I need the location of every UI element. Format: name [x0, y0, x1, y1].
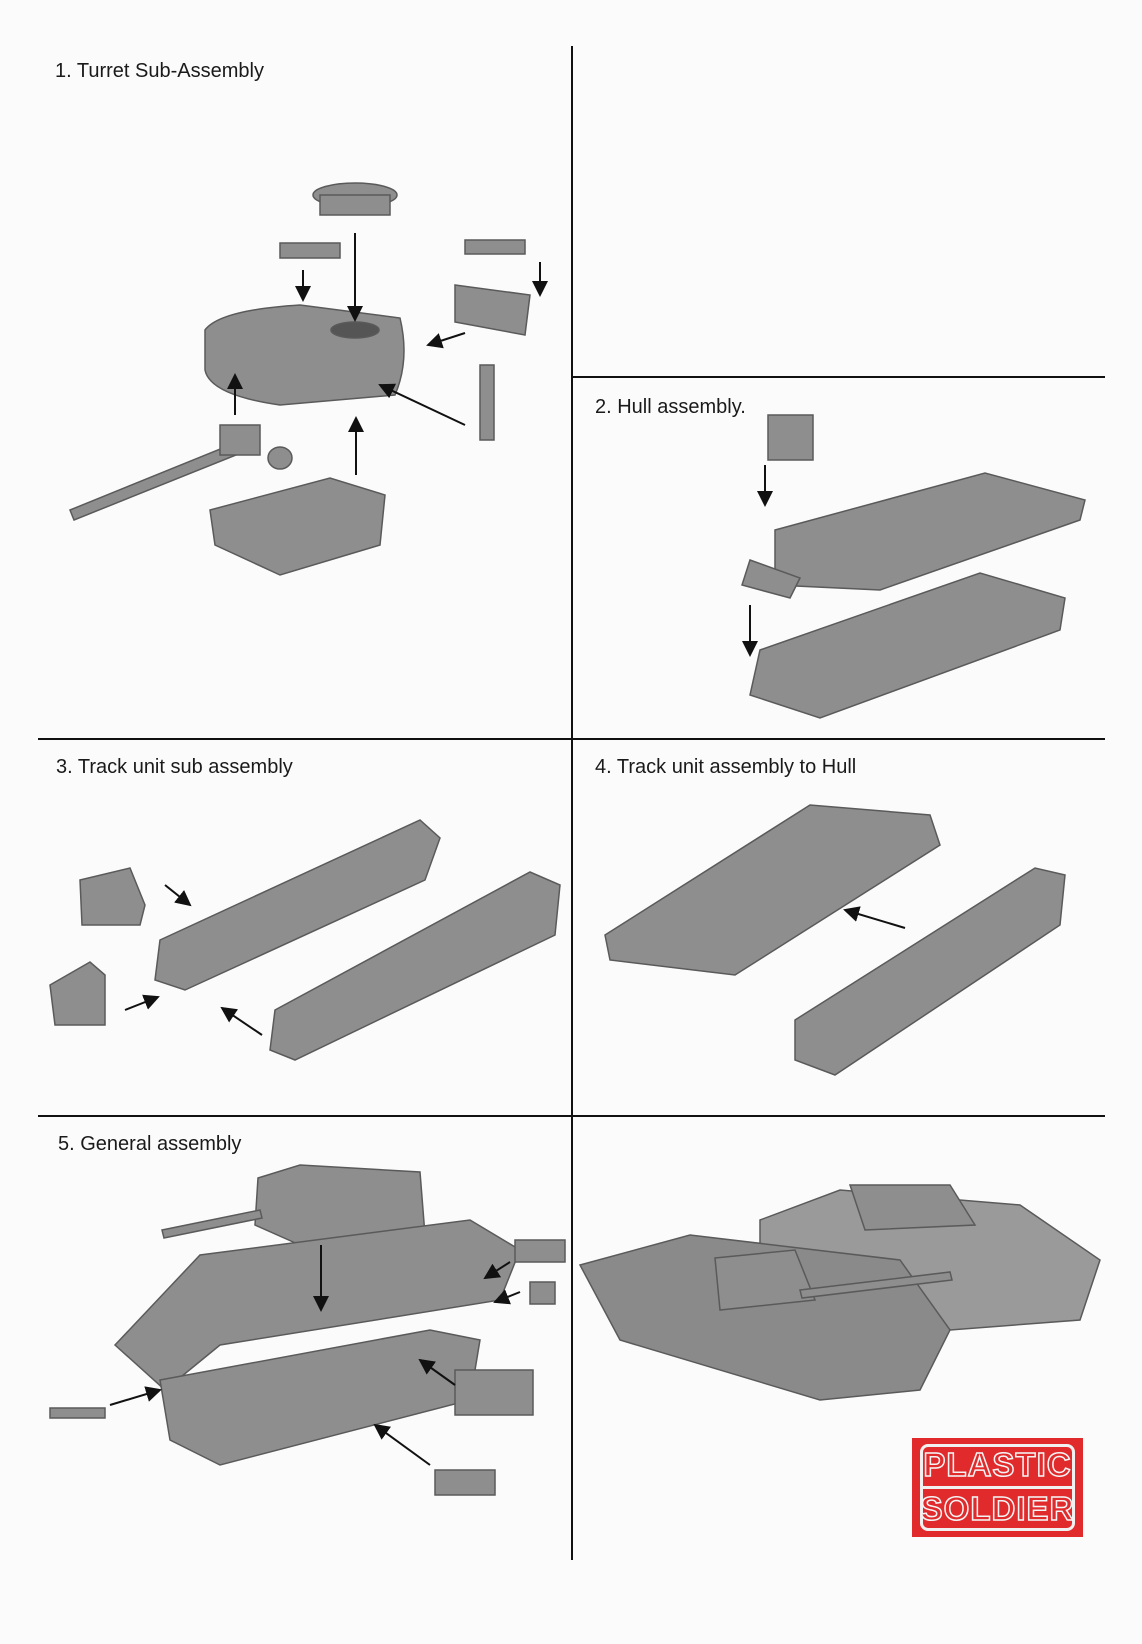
step-4-title: 4. Track unit assembly to Hull: [595, 756, 857, 778]
logo-line-1: PLASTIC: [923, 1445, 1072, 1484]
logo-sprue-bar: [920, 1486, 1075, 1489]
track-to-hull-illustration: [604, 804, 1066, 1076]
turret-parts-illustration: [69, 182, 531, 576]
step-1-title: 1. Turret Sub-Assembly: [55, 60, 264, 82]
step-5-title: 5. General assembly: [58, 1133, 242, 1155]
plastic-soldier-logo: PLASTIC SOLDIER: [912, 1438, 1083, 1537]
finished-model-render: [578, 1184, 1101, 1401]
divider-step1-step2: [573, 376, 1105, 378]
hull-parts-illustration: [741, 414, 1086, 719]
step-3-title: 3. Track unit sub assembly: [56, 756, 293, 778]
vertical-divider: [571, 46, 573, 1560]
track-unit-parts-illustration: [49, 819, 561, 1061]
step-2-title: 2. Hull assembly.: [595, 396, 746, 418]
divider-row2: [38, 1115, 1105, 1117]
general-assembly-illustration: [49, 1164, 566, 1496]
assembly-arrows: [109, 233, 906, 1466]
logo-line-2: SOLDIER: [920, 1489, 1075, 1528]
divider-row1: [38, 738, 1105, 740]
